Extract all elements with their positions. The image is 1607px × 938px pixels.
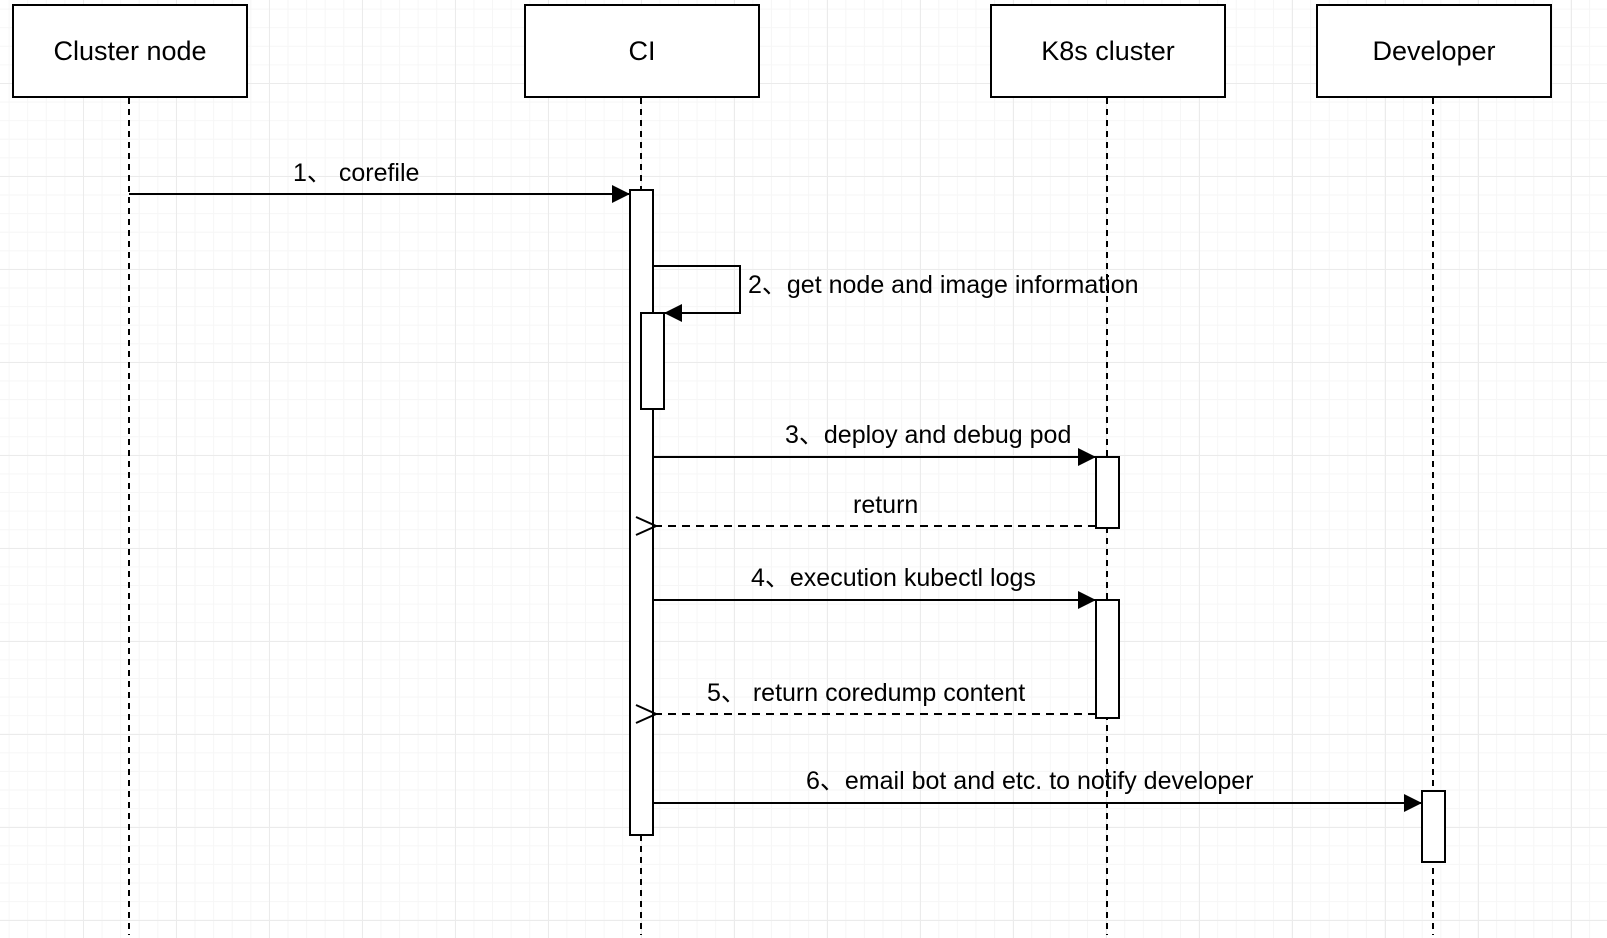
activation-ci-self [640,312,665,410]
actor-label: Developer [1372,35,1496,66]
actor-ci: CI [524,4,760,98]
activation-k8s-logs [1095,599,1120,719]
activation-ci-main [629,189,654,836]
activation-k8s-deploy [1095,456,1120,529]
message-2-label: 2、get node and image information [748,271,1139,299]
message-4-label: return [853,491,918,519]
actor-label: K8s cluster [1041,35,1175,66]
message-5-label: 4、execution kubectl logs [751,564,1036,592]
actor-k8s-cluster: K8s cluster [990,4,1226,98]
message-7-label: 6、email bot and etc. to notify developer [806,767,1254,795]
activation-developer [1421,790,1446,863]
actor-cluster-node: Cluster node [12,4,248,98]
actor-label: CI [628,35,656,66]
message-3-label: 3、deploy and debug pod [785,421,1071,449]
message-6-label: 5、 return coredump content [707,679,1025,707]
actor-label: Cluster node [53,35,207,66]
message-1-label: 1、 corefile [293,159,419,187]
actor-developer: Developer [1316,4,1552,98]
message-2-arrow [653,265,741,322]
